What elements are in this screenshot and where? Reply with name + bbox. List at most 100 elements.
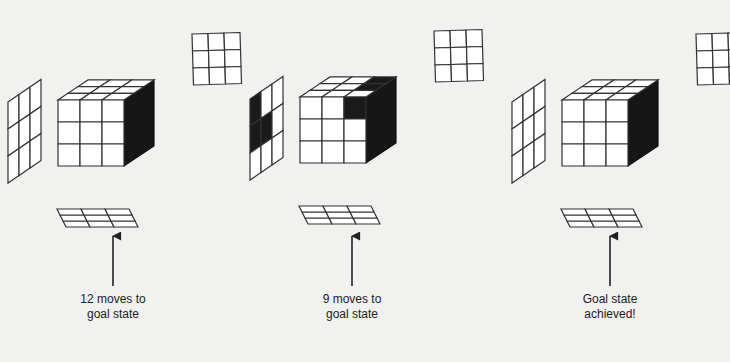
- cube-square: [609, 209, 636, 215]
- cube: [512, 33, 730, 228]
- pointer-arrow: [351, 236, 353, 286]
- cube-square: [322, 119, 344, 141]
- cube-square: [63, 221, 90, 227]
- cube-square: [209, 50, 226, 68]
- pointer-arrow: [609, 236, 611, 286]
- cube-square: [353, 218, 380, 224]
- cube-square: [712, 33, 729, 51]
- cube-square: [108, 215, 135, 221]
- exploded-left-face: [250, 77, 283, 181]
- cube-square: [225, 50, 242, 68]
- cube-square: [87, 221, 114, 227]
- cube-square: [102, 93, 134, 100]
- cube-square: [111, 221, 138, 227]
- exploded-left-face: [8, 80, 41, 184]
- cube-square: [193, 68, 210, 86]
- exploded-bottom-face: [561, 209, 642, 227]
- cube-square: [80, 100, 102, 122]
- cube-square: [616, 87, 648, 94]
- caption-label: 9 moves to goal state: [311, 292, 393, 322]
- cube-square: [612, 215, 639, 221]
- cube-square: [84, 215, 111, 221]
- cube-square: [300, 119, 322, 141]
- cube-square: [261, 138, 272, 173]
- cube-square: [344, 119, 366, 141]
- cube-square: [193, 51, 210, 69]
- cube-square: [102, 122, 124, 144]
- cube-square: [713, 67, 730, 85]
- cube-square: [102, 100, 124, 122]
- cube-square: [512, 149, 523, 184]
- cube-square: [60, 215, 87, 221]
- cube-square: [30, 134, 41, 169]
- exploded-bottom-face: [299, 206, 380, 224]
- cube-square: [58, 100, 80, 122]
- cube-square: [322, 141, 344, 163]
- cube-square: [466, 30, 483, 48]
- cube-square: [584, 144, 606, 166]
- cube-square: [209, 67, 226, 85]
- cube: [8, 33, 242, 228]
- cube-square: [80, 144, 102, 166]
- cube-square: [8, 149, 19, 184]
- cube-square: [81, 209, 108, 215]
- exploded-back-face: [434, 30, 484, 83]
- cube-square: [344, 90, 376, 97]
- cube-square: [224, 33, 241, 51]
- cube-square: [467, 64, 484, 82]
- cube-square: [58, 144, 80, 166]
- cube-square: [588, 215, 615, 221]
- cube-square: [19, 141, 30, 176]
- cube-square: [323, 206, 350, 212]
- cube-square: [80, 122, 102, 144]
- cube-square: [302, 212, 329, 218]
- cube-square: [364, 77, 396, 84]
- cube-square: [697, 68, 714, 86]
- cube-square: [225, 67, 242, 85]
- cube-square: [299, 206, 326, 212]
- cube-square: [435, 65, 452, 83]
- cube-square: [534, 134, 545, 169]
- cube-square: [467, 47, 484, 65]
- cube-square: [729, 50, 730, 68]
- cube-square: [344, 141, 366, 163]
- cube-square: [451, 64, 468, 82]
- cube-square: [562, 122, 584, 144]
- cube-square: [192, 34, 209, 52]
- cube-square: [561, 209, 588, 215]
- cube-square: [350, 212, 377, 218]
- cube-square: [208, 33, 225, 51]
- cube-square: [300, 97, 322, 119]
- cube-square: [354, 84, 386, 91]
- cube-square: [606, 144, 628, 166]
- cube-square: [626, 80, 658, 87]
- cube-square: [585, 209, 612, 215]
- cube-square: [591, 221, 618, 227]
- cube-front-face: [58, 100, 124, 166]
- cube-square: [347, 206, 374, 212]
- cube-square: [435, 48, 452, 66]
- cube-front-face: [562, 100, 628, 166]
- cube-square: [606, 122, 628, 144]
- cube-square: [523, 141, 534, 176]
- cube-square: [584, 122, 606, 144]
- cube-square: [729, 67, 730, 85]
- caption-label: Goal state achieved!: [569, 292, 651, 322]
- cube-square: [606, 100, 628, 122]
- exploded-bottom-face: [57, 209, 138, 227]
- cube-square: [105, 209, 132, 215]
- cube-square: [112, 87, 144, 94]
- caption-label: 12 moves to goal state: [72, 292, 154, 322]
- cube-square: [300, 141, 322, 163]
- cube-square: [326, 212, 353, 218]
- cube-square: [450, 30, 467, 48]
- cube-square: [696, 34, 713, 52]
- cube-square: [329, 218, 356, 224]
- cube-square: [562, 144, 584, 166]
- cube-square: [322, 97, 344, 119]
- cube-front-face: [300, 97, 366, 163]
- cube-square: [728, 33, 730, 51]
- cube: [250, 30, 484, 225]
- cube-top-face: [300, 77, 396, 97]
- pointer-arrow: [112, 236, 114, 286]
